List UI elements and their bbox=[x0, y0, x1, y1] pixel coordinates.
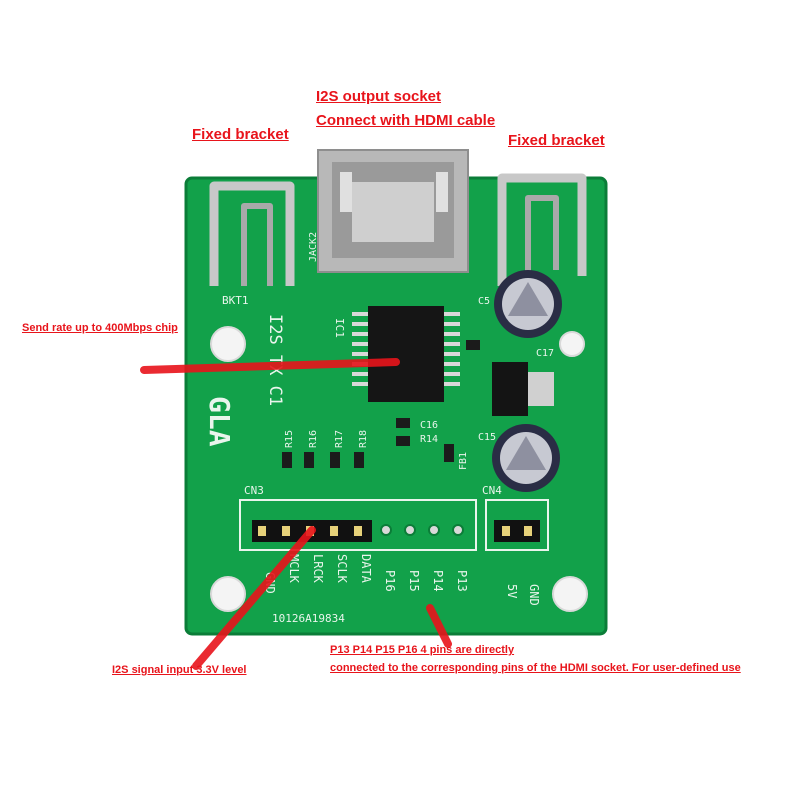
silk-r14: R14 bbox=[420, 434, 438, 445]
pin-label-p16: P16 bbox=[383, 570, 397, 592]
pin-label-p15: P15 bbox=[407, 570, 421, 592]
pin-label-lrck: LRCK bbox=[311, 554, 325, 584]
silk-fb1: FB1 bbox=[458, 452, 469, 470]
callout-connect-hdmi: Connect with HDMI cable bbox=[316, 112, 496, 129]
callout-send-rate: Send rate up to 400Mbps chip bbox=[22, 322, 178, 334]
silk-board-name: I2S TX C1 bbox=[265, 314, 285, 406]
silk-jack: JACK2 bbox=[308, 232, 319, 262]
bracket-left bbox=[209, 181, 295, 286]
callout-fixed-bracket-right: Fixed bracket bbox=[508, 132, 605, 149]
ic-chip bbox=[352, 306, 460, 402]
silk-r18: R18 bbox=[358, 430, 369, 448]
silk-r17: R17 bbox=[334, 430, 345, 448]
pin-label-data: DATA bbox=[359, 554, 373, 584]
callout-i2s-signal-input: I2S signal input 3.3V level bbox=[112, 664, 247, 676]
silk-ic: IC1 bbox=[333, 318, 346, 338]
header-cn4 bbox=[485, 499, 549, 551]
silk-r15: R15 bbox=[284, 430, 295, 448]
pin-label-mclk: MCLK bbox=[287, 554, 301, 584]
callout-pins-note-line1: P13 P14 P15 P16 4 pins are directly bbox=[330, 644, 515, 656]
callout-i2s-output-socket: I2S output socket bbox=[316, 88, 442, 105]
silk-cn4: CN4 bbox=[482, 484, 502, 497]
pointer-i2s bbox=[192, 526, 316, 670]
voltage-regulator bbox=[492, 362, 554, 416]
pointer-pins bbox=[426, 604, 452, 648]
pin-label-p13: P13 bbox=[455, 570, 469, 592]
silk-r16: R16 bbox=[308, 430, 319, 448]
silk-serial: 10126A19834 bbox=[272, 612, 345, 625]
smd-components bbox=[282, 340, 480, 468]
silk-c17: C17 bbox=[536, 348, 554, 359]
silk-cn3: CN3 bbox=[244, 484, 264, 497]
pin-label-sclk: SCLK bbox=[335, 554, 349, 584]
power-label-5v: 5V bbox=[505, 584, 519, 598]
callout-pins-note-line2: connected to the corresponding pins of t… bbox=[330, 662, 741, 674]
silk-c15: C15 bbox=[478, 432, 496, 443]
silk-brand: GLA bbox=[203, 396, 236, 447]
pin-label-p14: P14 bbox=[431, 570, 445, 592]
hdmi-socket bbox=[317, 149, 469, 273]
silk-bracket: BKT1 bbox=[222, 294, 249, 307]
capacitor-c5 bbox=[494, 270, 562, 338]
power-label-gnd: GND bbox=[527, 584, 541, 606]
bracket-right bbox=[497, 173, 587, 286]
capacitor-c15 bbox=[492, 424, 560, 492]
pointer-chip bbox=[140, 358, 400, 374]
silk-c5: C5 bbox=[478, 296, 490, 307]
silk-c16: C16 bbox=[420, 420, 438, 431]
callout-fixed-bracket-left: Fixed bracket bbox=[192, 126, 289, 143]
mounting-holes bbox=[210, 326, 588, 612]
